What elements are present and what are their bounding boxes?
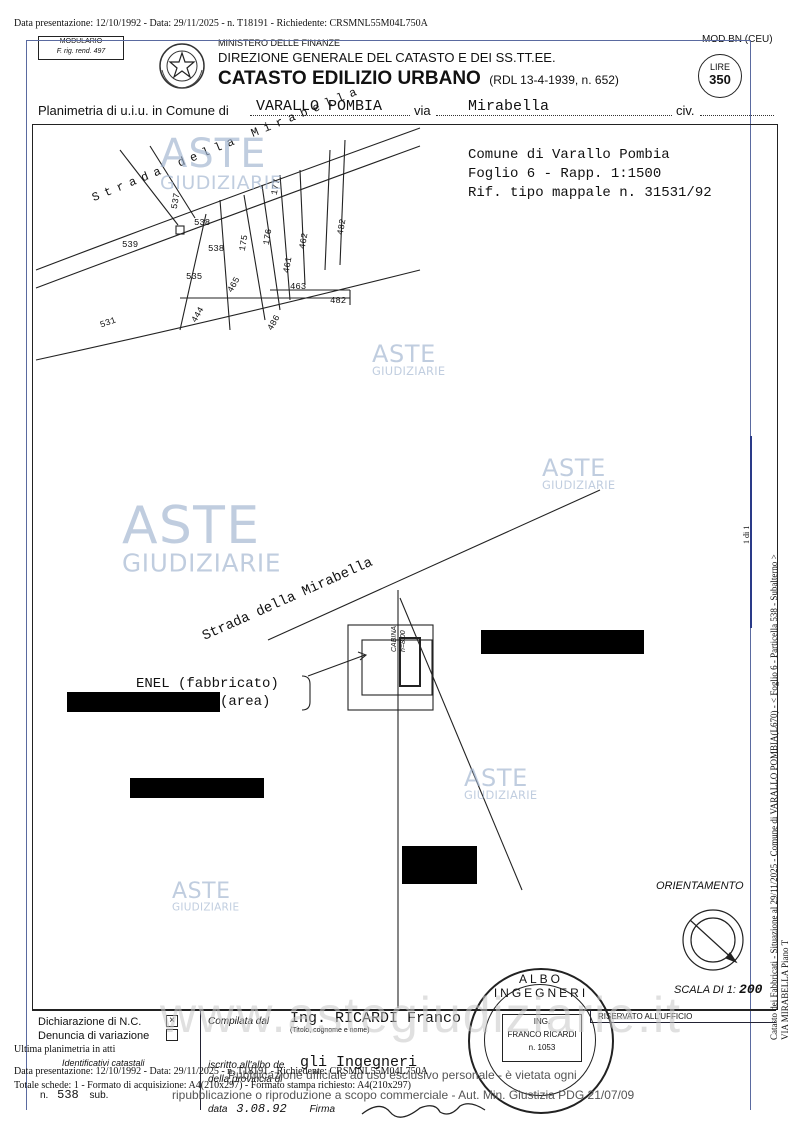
redaction-3 — [130, 778, 264, 798]
map-info-line1: Comune di Varallo Pombia — [468, 147, 670, 163]
bottom-meta-1: Data presentazione: 12/10/1992 - Data: 2… — [14, 1066, 428, 1077]
identificativi-row: n. 538 sub. — [40, 1088, 108, 1102]
via-label: via — [414, 103, 431, 118]
redaction-2 — [67, 692, 220, 712]
side-catasto-text: Catasto dei Fabbricati - Situazione al 2… — [769, 554, 779, 1040]
lire-label: LIRE — [709, 62, 730, 72]
signature-icon — [361, 1103, 486, 1118]
dich-nc-checkbox: × — [166, 1015, 178, 1027]
sub-label: sub. — [89, 1090, 109, 1101]
ultima-planimetria: Ultima planimetria in atti — [14, 1044, 116, 1055]
identificativi-label: Identificativi catastali — [62, 1058, 145, 1068]
riservato-label: RISERVATO ALL'UFFICIO — [598, 1012, 693, 1021]
denuncia-label: Denuncia di variazione — [38, 1030, 150, 1042]
n-value: 538 — [57, 1088, 79, 1102]
stamp-number: n. 1053 — [528, 1043, 556, 1052]
parcel-463: 463 — [290, 282, 307, 292]
parcel-535: 535 — [186, 272, 203, 282]
stamp-name1: ING. — [533, 1017, 551, 1026]
side-catasto-text-2: VIA MIRABELLA Piano T — [780, 939, 790, 1040]
modulario-box: MODULARIO F. rig. rend. 497 — [38, 36, 124, 60]
iscritto-label: iscritto all'albo de — [208, 1060, 285, 1071]
data-value: 3.08.92 — [236, 1102, 287, 1116]
modulario-line1: MODULARIO — [59, 38, 103, 45]
lire-stamp: LIRE 350 — [698, 54, 742, 98]
engineer-stamp: ALBO INGEGNERI ING. FRANCO RICARDI n. 10… — [468, 968, 614, 1114]
site-watermark: www.astegiudiziarie.it — [160, 987, 682, 1043]
denuncia-checkbox — [166, 1029, 178, 1041]
map-info-line2: Foglio 6 - Rapp. 1:1500 — [468, 166, 662, 182]
stamp-center: ING. FRANCO RICARDI n. 1053 — [502, 1014, 582, 1062]
catasto-title: CATASTO EDILIZIO URBANO — [218, 68, 481, 89]
redaction-1 — [481, 630, 644, 654]
scale-row: SCALA DI 1: 200 — [674, 982, 762, 997]
parcel-539: 539 — [122, 240, 139, 250]
planimetria-prefix: Planimetria di u.i.u. in Comune di — [38, 103, 229, 118]
data-label: data — [208, 1104, 228, 1115]
direction-label: DIREZIONE GENERALE DEL CATASTO E DEI SS.… — [218, 50, 556, 65]
dich-nc-label: Dichiarazione di N.C. — [38, 1016, 142, 1028]
data-firma-row: data 3.08.92 Firma — [208, 1102, 335, 1116]
lire-value: 350 — [709, 72, 731, 87]
stamp-name2: FRANCO RICARDI — [507, 1030, 577, 1039]
firma-label: Firma — [309, 1104, 336, 1115]
orientamento-label: ORIENTAMENTO — [656, 880, 744, 892]
scale-label: SCALA DI 1: — [674, 984, 736, 996]
compilata-value: Ing. RICARDI Franco — [290, 1010, 462, 1027]
cabina-text: CABINA — [391, 625, 398, 652]
compass-icon — [682, 909, 744, 971]
enel-label: ENEL (fabbricato) — [136, 676, 279, 692]
redaction-4 — [402, 846, 477, 884]
iscritto-value: gli Ingegneri — [300, 1054, 418, 1071]
via-value: Mirabella — [468, 98, 550, 115]
planimetria-row: Planimetria di u.i.u. in Comune di VARAL… — [38, 98, 778, 120]
drawing-frame — [32, 124, 778, 1010]
parcel-482: 482 — [330, 296, 347, 306]
comune-value: VARALLO POMBIA — [256, 98, 383, 115]
bottom-meta-2: Totale schede: 1 - Formato di acquisizio… — [14, 1080, 411, 1091]
parcel-538b: 538 — [208, 244, 225, 254]
disclaimer-line1: Pubblicazione ufficiale ad uso esclusivo… — [228, 1068, 577, 1082]
map-info: Comune di Varallo Pombia Foglio 6 - Rapp… — [468, 146, 712, 203]
titolo-label: (Titolo, cognome e nome) — [290, 1027, 370, 1034]
provincia-label: della provincia di — [208, 1074, 283, 1085]
n-label: n. — [40, 1090, 49, 1101]
italian-emblem-icon — [156, 40, 208, 92]
disclaimer-line2: ripubblicazione o riproduzione a scopo c… — [172, 1088, 635, 1102]
map-info-line3: Rif. tipo mappale n. 31531/92 — [468, 185, 712, 201]
compilata-label: Compilata dal — [208, 1016, 270, 1027]
cabina-label: CABINA h=8.00 — [390, 626, 408, 652]
cabina-height: h=8.00 — [400, 630, 407, 652]
scale-value: 200 — [739, 982, 763, 997]
header-title-row: CATASTO EDILIZIO URBANO (RDL 13-4-1939, … — [218, 68, 619, 90]
catasto-subtitle: (RDL 13-4-1939, n. 652) — [489, 73, 619, 87]
parcel-538: 538 — [194, 218, 211, 228]
civ-label: civ. — [676, 103, 695, 118]
modulario-line2: F. rig. rend. 497 — [56, 48, 106, 55]
ministry-label: MINISTERO DELLE FINANZE — [218, 38, 341, 48]
stamp-ring: ALBO INGEGNERI — [493, 972, 589, 1000]
mod-label: MOD BN (CEU) — [702, 34, 773, 45]
area-label: (area) — [220, 694, 271, 710]
top-meta: Data presentazione: 12/10/1992 - Data: 2… — [14, 18, 428, 29]
